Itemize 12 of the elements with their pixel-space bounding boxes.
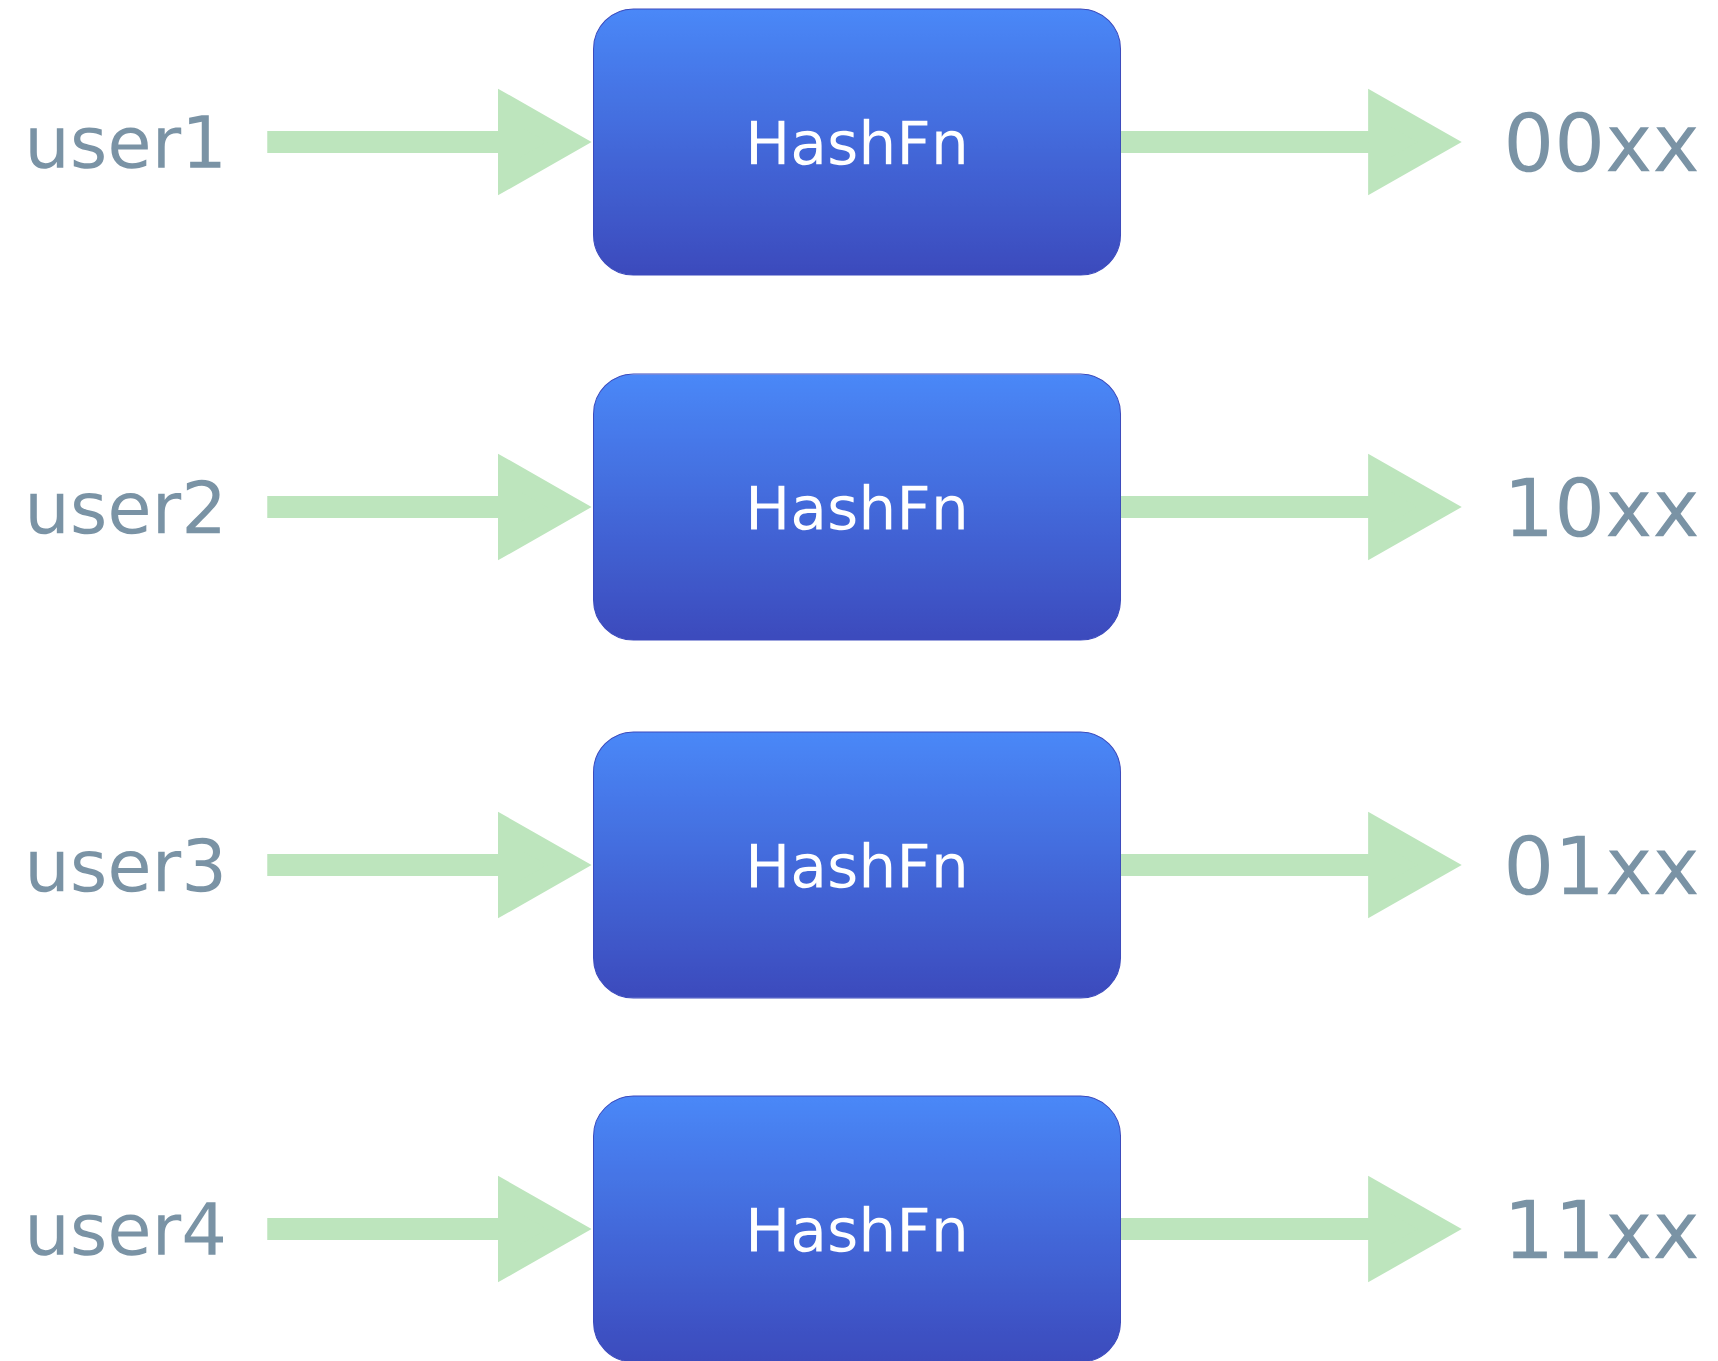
process-box: HashFn: [593, 373, 1121, 641]
input-label: user3: [30, 837, 222, 893]
input-label: user4: [30, 1202, 223, 1256]
process-box: HashFn: [593, 1095, 1121, 1361]
output-label: 00xx: [1508, 111, 1698, 173]
process-box: HashFn: [593, 8, 1121, 276]
process-box: HashFn: [593, 731, 1121, 999]
input-label: user1: [30, 115, 221, 169]
output-label: 11xx: [1512, 1199, 1698, 1259]
output-label: 10xx: [1512, 476, 1698, 538]
input-label: user2: [30, 479, 220, 535]
output-label: 01xx: [1508, 834, 1698, 896]
